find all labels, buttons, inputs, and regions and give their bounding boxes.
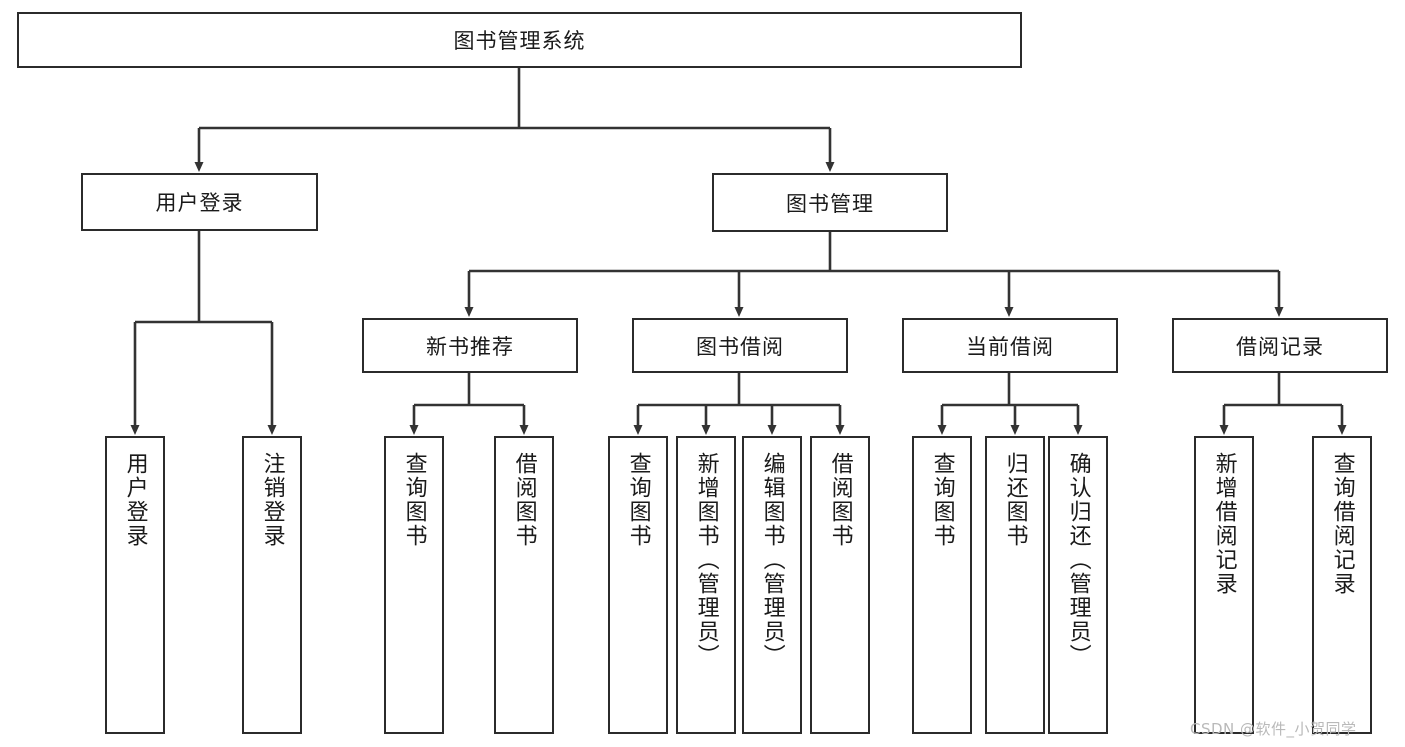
leaf-borrow-query[interactable]: 查询图书 <box>608 436 668 734</box>
csdn-watermark: CSDN @软件_小贺同学 <box>1190 720 1357 738</box>
node-user-login-label: 用户登录 <box>155 191 244 215</box>
node-current-borrow[interactable]: 当前借阅 <box>902 318 1118 373</box>
leaf-user-login-label: 用户登录 <box>122 452 148 548</box>
leaf-current-return-label: 归还图书 <box>1002 452 1028 548</box>
node-new-book-rec-label: 新书推荐 <box>426 334 514 359</box>
node-book-borrow[interactable]: 图书借阅 <box>632 318 848 373</box>
node-current-borrow-label: 当前借阅 <box>966 334 1054 359</box>
leaf-borrow-edit[interactable]: 编辑图书（管理员） <box>742 436 802 734</box>
leaf-borrow-query-label: 查询图书 <box>625 452 651 548</box>
node-new-book-rec[interactable]: 新书推荐 <box>362 318 578 373</box>
leaf-record-add-label: 新增借阅记录 <box>1211 452 1237 596</box>
node-book-manage-label: 图书管理 <box>786 191 874 216</box>
leaf-borrow-lend[interactable]: 借阅图书 <box>810 436 870 734</box>
leaf-borrow-edit-label: 编辑图书（管理员） <box>759 452 785 668</box>
node-book-borrow-label: 图书借阅 <box>696 334 784 359</box>
leaf-current-confirm[interactable]: 确认归还（管理员） <box>1048 436 1108 734</box>
leaf-current-query-label: 查询图书 <box>929 452 955 548</box>
node-borrow-record[interactable]: 借阅记录 <box>1172 318 1388 373</box>
leaf-user-logout-label: 注销登录 <box>259 452 285 548</box>
node-book-manage[interactable]: 图书管理 <box>712 173 948 232</box>
leaf-record-add[interactable]: 新增借阅记录 <box>1194 436 1254 734</box>
leaf-rec-borrow[interactable]: 借阅图书 <box>494 436 554 734</box>
node-root[interactable]: 图书管理系统 <box>17 12 1022 68</box>
leaf-current-return[interactable]: 归还图书 <box>985 436 1045 734</box>
leaf-record-query-label: 查询借阅记录 <box>1329 452 1355 596</box>
leaf-borrow-add[interactable]: 新增图书（管理员） <box>676 436 736 734</box>
leaf-user-logout[interactable]: 注销登录 <box>242 436 302 734</box>
leaf-borrow-lend-label: 借阅图书 <box>827 452 853 548</box>
node-borrow-record-label: 借阅记录 <box>1236 334 1324 359</box>
leaf-borrow-add-label: 新增图书（管理员） <box>693 452 719 668</box>
leaf-user-login[interactable]: 用户登录 <box>105 436 165 734</box>
node-user-login[interactable]: 用户登录 <box>81 173 318 231</box>
leaf-rec-query[interactable]: 查询图书 <box>384 436 444 734</box>
leaf-rec-borrow-label: 借阅图书 <box>511 452 537 548</box>
leaf-rec-query-label: 查询图书 <box>401 452 427 548</box>
leaf-current-confirm-label: 确认归还（管理员） <box>1065 452 1091 668</box>
node-root-label: 图书管理系统 <box>453 29 586 53</box>
leaf-record-query[interactable]: 查询借阅记录 <box>1312 436 1372 734</box>
leaf-current-query[interactable]: 查询图书 <box>912 436 972 734</box>
